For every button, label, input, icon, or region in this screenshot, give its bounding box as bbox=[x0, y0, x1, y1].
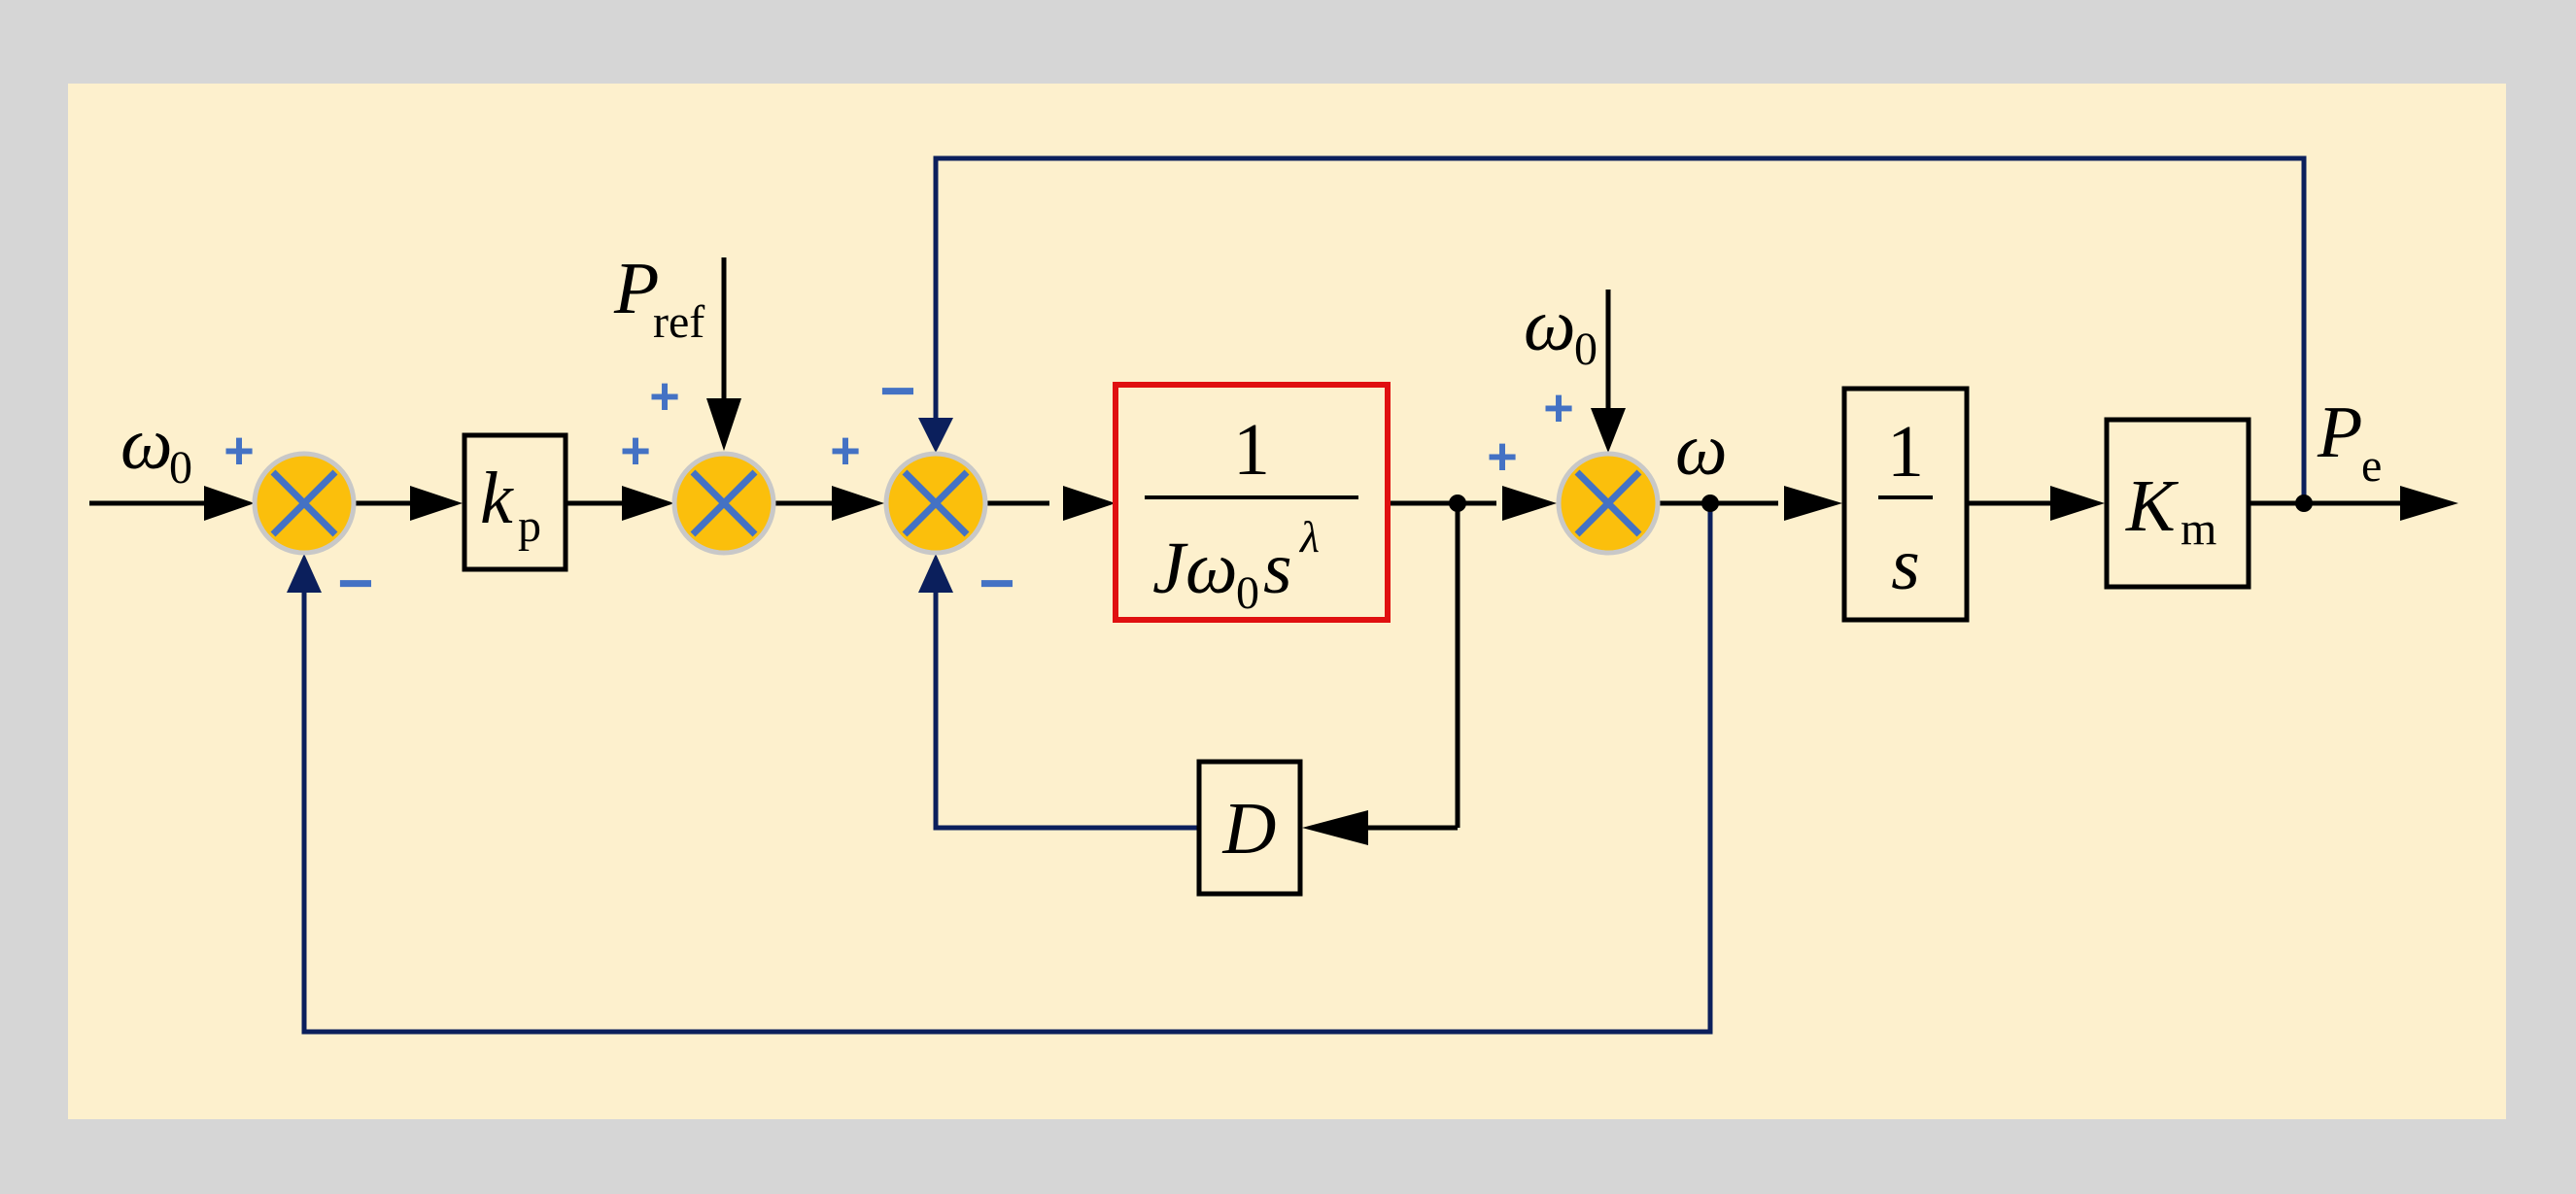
integrator-numerator: 1 bbox=[1887, 411, 1924, 493]
omega0-top-symbol: ω bbox=[1524, 285, 1576, 366]
damping-symbol: D bbox=[1222, 788, 1277, 870]
pe-symbol: P bbox=[2317, 392, 2362, 473]
arrowhead bbox=[918, 554, 953, 593]
omega-feedback-line bbox=[301, 499, 1713, 1035]
sign-plus: + bbox=[1543, 379, 1574, 437]
arrowhead bbox=[622, 486, 674, 521]
arrowhead bbox=[1784, 486, 1842, 521]
pref-label: P ref bbox=[613, 248, 704, 348]
inertia-block: 1 J ω 0 s λ bbox=[1113, 382, 1391, 623]
arrowhead bbox=[1302, 810, 1368, 845]
sign-minus: − bbox=[879, 356, 915, 426]
km-subscript: m bbox=[2181, 503, 2216, 555]
damping-block: D bbox=[1196, 759, 1303, 897]
inertia-den-s: s bbox=[1263, 528, 1292, 609]
damping-feedback-line bbox=[933, 583, 1199, 831]
pe-label: P e bbox=[2317, 392, 2382, 492]
diagram-panel bbox=[68, 84, 2506, 1119]
inertia-numerator: 1 bbox=[1233, 409, 1270, 491]
km-symbol: K bbox=[2125, 465, 2179, 547]
arrowheads bbox=[204, 398, 2458, 845]
arrowhead bbox=[918, 418, 953, 453]
omega0-top-label: ω 0 bbox=[1524, 285, 1597, 375]
sign-plus: + bbox=[223, 422, 255, 480]
pref-symbol: P bbox=[613, 248, 659, 329]
summing-junction-3 bbox=[883, 451, 988, 556]
arrowhead bbox=[204, 486, 255, 521]
pe-feedback-line bbox=[933, 155, 2307, 499]
junction-dot bbox=[1449, 495, 1466, 512]
inertia-den-exponent: λ bbox=[1298, 512, 1320, 562]
inertia-den-omega-sub: 0 bbox=[1236, 567, 1259, 619]
arrowhead bbox=[1502, 486, 1557, 521]
omega0-top-sub: 0 bbox=[1574, 324, 1597, 375]
junction-dot bbox=[1701, 495, 1719, 512]
summing-junction-4 bbox=[1556, 451, 1661, 556]
arrowhead bbox=[410, 486, 463, 521]
pe-sub: e bbox=[2361, 440, 2382, 492]
sign-plus: + bbox=[1487, 427, 1518, 486]
arrowhead bbox=[2400, 486, 2458, 521]
junction-dots bbox=[1449, 495, 2313, 512]
summing-junction-2 bbox=[671, 451, 776, 556]
forward-lines bbox=[89, 257, 2400, 831]
arrowhead bbox=[1063, 486, 1116, 521]
omega0-left-sub: 0 bbox=[169, 442, 192, 494]
sign-plus: + bbox=[649, 367, 680, 426]
pref-sub: ref bbox=[653, 296, 704, 348]
km-block: K m bbox=[2104, 417, 2251, 590]
inertia-den-j: J bbox=[1152, 528, 1188, 609]
sign-plus: + bbox=[830, 422, 861, 480]
integrator-block: 1 s bbox=[1841, 386, 1970, 623]
sign-minus: − bbox=[979, 548, 1014, 618]
omega-output-label: ω bbox=[1675, 409, 1728, 491]
junction-dot bbox=[2295, 495, 2313, 512]
feedback-lines bbox=[301, 155, 2307, 1035]
arrowhead bbox=[832, 486, 884, 521]
sign-plus: + bbox=[620, 422, 651, 480]
arrowhead bbox=[1591, 408, 1626, 453]
kp-block: k p bbox=[462, 432, 568, 572]
integrator-denominator: s bbox=[1891, 524, 1920, 605]
arrowhead bbox=[2050, 486, 2105, 521]
omega0-left-label: ω 0 bbox=[120, 403, 192, 494]
arrowhead bbox=[706, 398, 741, 451]
sign-labels: + − + + + − − + + bbox=[223, 356, 1574, 618]
arrowhead bbox=[287, 554, 322, 593]
sign-minus: − bbox=[337, 548, 373, 618]
summing-junction-1 bbox=[252, 451, 357, 556]
kp-subscript: p bbox=[518, 500, 541, 552]
omega0-left-symbol: ω bbox=[120, 403, 173, 485]
kp-symbol: k bbox=[480, 458, 514, 539]
inertia-den-omega: ω bbox=[1185, 528, 1238, 609]
